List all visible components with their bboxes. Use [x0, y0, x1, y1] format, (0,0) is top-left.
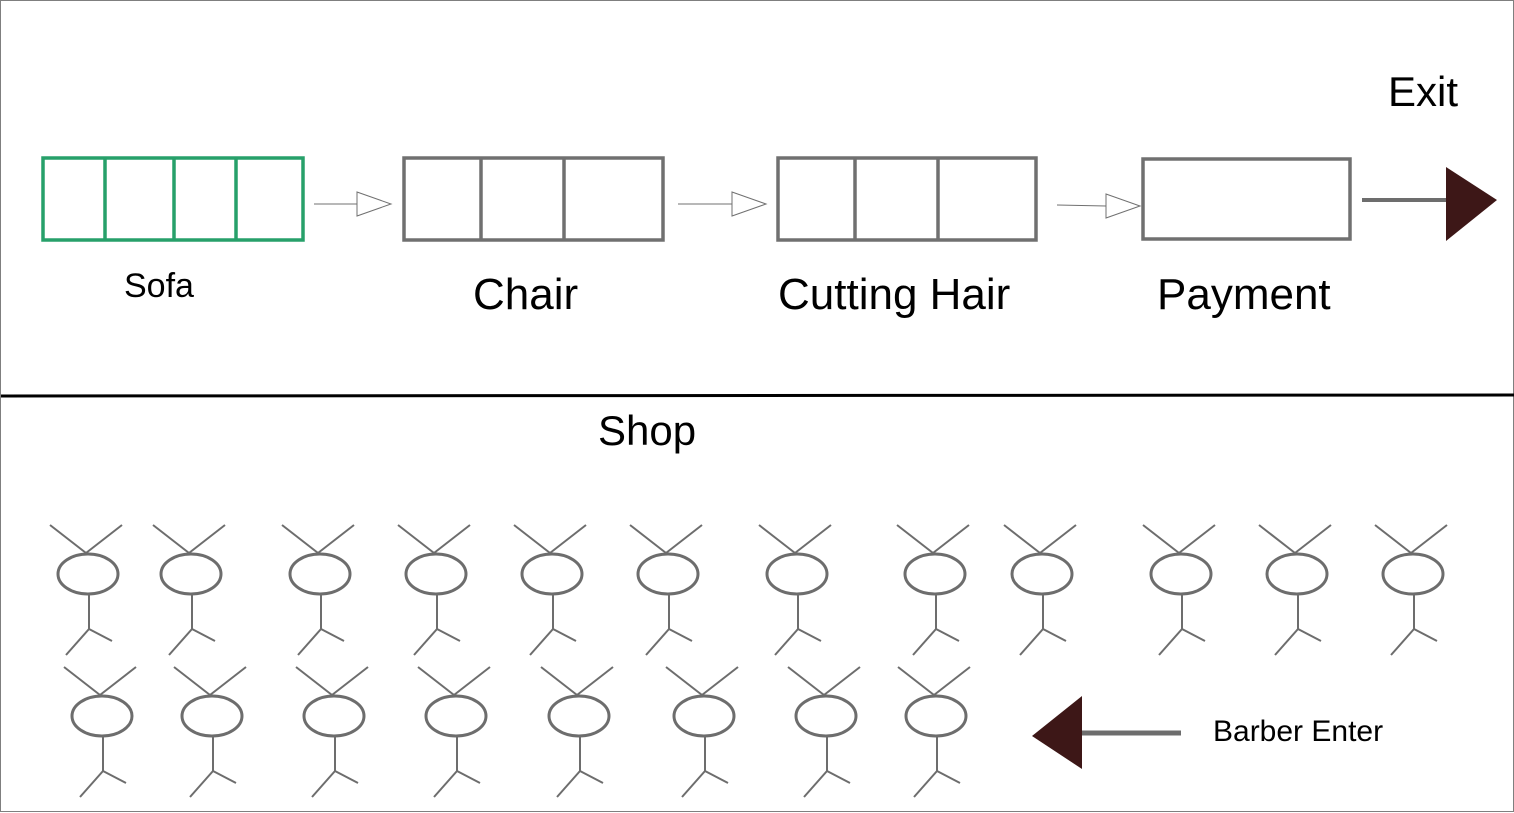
payment-label: Payment	[1157, 270, 1331, 319]
customer-figure	[281, 524, 355, 656]
sofa-label: Sofa	[124, 267, 194, 305]
payment-box	[1141, 157, 1352, 241]
barber-enter-label: Barber Enter	[1213, 715, 1384, 748]
flow-arrow-sofa-to-chair	[314, 191, 393, 217]
barber-enter-arrow	[1032, 696, 1181, 769]
customer-figure	[152, 524, 226, 656]
shop-label: Shop	[598, 407, 697, 454]
chair-box	[402, 156, 665, 242]
customer-figure	[295, 666, 369, 798]
customer-crowd	[49, 524, 1448, 798]
customer-figure	[665, 666, 739, 798]
customer-figure	[540, 666, 614, 798]
customer-figure	[63, 666, 137, 798]
cutting-hair-box	[776, 156, 1038, 242]
customer-figure	[173, 666, 247, 798]
customer-figure	[896, 524, 970, 656]
customer-figure	[513, 524, 587, 656]
flow-arrow-cutting-to-payment	[1056, 193, 1142, 219]
customer-figure	[417, 666, 491, 798]
customer-figure	[49, 524, 123, 656]
chair-label: Chair	[473, 270, 579, 319]
flow-arrow-chair-to-cutting	[678, 191, 768, 217]
customer-figure	[758, 524, 832, 656]
customer-figure	[1258, 524, 1332, 656]
exit-arrow	[1362, 167, 1497, 241]
exit-label: Exit	[1388, 68, 1459, 115]
customer-figure	[629, 524, 703, 656]
customer-figure	[397, 524, 471, 656]
sofa-box	[41, 156, 305, 242]
customer-figure	[897, 666, 971, 798]
shop-divider	[1, 393, 1514, 398]
customer-figure	[1142, 524, 1216, 656]
cutting-hair-label: Cutting Hair	[778, 270, 1011, 319]
customer-figure	[1374, 524, 1448, 656]
customer-figure	[787, 666, 861, 798]
customer-figure	[1003, 524, 1077, 656]
